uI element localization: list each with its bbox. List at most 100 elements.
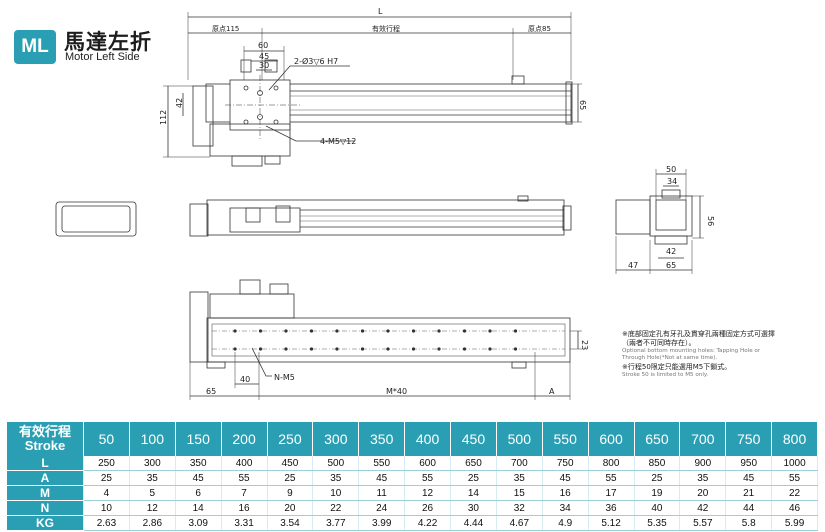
- mounting-hole: [411, 329, 416, 333]
- table-cell: 16: [542, 485, 589, 501]
- stroke-col-header: 450: [450, 422, 497, 456]
- table-cell: 2.63: [83, 515, 130, 531]
- table-cell: 650: [450, 456, 497, 471]
- mounting-hole: [258, 347, 263, 351]
- hole-note: 2-Ø3▽6 H7: [294, 56, 338, 66]
- bottom-view: [189, 279, 582, 400]
- table-cell: 12: [129, 500, 176, 516]
- stroke-header-label: 有效行程 Stroke: [7, 422, 84, 456]
- dim-42: 42: [175, 98, 184, 108]
- table-cell: 10: [83, 500, 130, 516]
- table-cell: 2.86: [129, 515, 176, 531]
- table-cell: 14: [450, 485, 497, 501]
- table-cell: 24: [358, 500, 406, 516]
- table-cell: 3.09: [175, 515, 222, 531]
- table-cell: 1000: [771, 456, 818, 471]
- table-cell: 3.54: [267, 515, 314, 531]
- table-cell: 20: [267, 500, 314, 516]
- table-cell: 17: [588, 485, 635, 501]
- table-cell: 750: [542, 456, 589, 471]
- mounting-hole: [233, 347, 237, 351]
- mounting-hole: [386, 329, 390, 333]
- table-cell: 14: [175, 500, 222, 516]
- table-cell: 400: [221, 456, 268, 471]
- table-cell: 700: [496, 456, 543, 471]
- mounting-hole: [437, 347, 441, 351]
- top-view: [163, 12, 582, 167]
- table-cell: 45: [175, 470, 222, 486]
- dim-34: 34: [667, 177, 677, 186]
- table-cell: 15: [496, 485, 543, 501]
- stroke-col-header: 150: [175, 422, 222, 456]
- table-cell: 4.67: [496, 515, 543, 531]
- mounting-hole: [488, 329, 492, 333]
- stroke-col-header: 50: [83, 422, 130, 456]
- stroke-col-header: 500: [496, 422, 543, 456]
- mounting-hole: [513, 347, 518, 351]
- table-cell: 900: [679, 456, 727, 471]
- table-cell: 45: [725, 470, 773, 486]
- dim-60: 60: [258, 41, 268, 50]
- table-cell: 10: [312, 485, 360, 501]
- row-label: L: [7, 456, 84, 471]
- mounting-hole: [462, 347, 467, 351]
- table-cell: 34: [542, 500, 589, 516]
- table-cell: 35: [496, 470, 543, 486]
- table-cell: 9: [267, 485, 314, 501]
- title-chinese: 馬達左折: [64, 30, 152, 54]
- dim-stroke: 有效行程: [372, 24, 400, 33]
- table-cell: 4: [83, 485, 130, 501]
- table-cell: 25: [83, 470, 130, 486]
- table-cell: 12: [404, 485, 451, 501]
- model-badge: ML: [14, 30, 56, 64]
- screw-note: 4-M5▽12: [320, 137, 356, 146]
- table-cell: 19: [634, 485, 681, 501]
- dim-origin-right: 原点85: [528, 25, 551, 33]
- mounting-hole: [360, 347, 365, 351]
- mounting-hole: [309, 347, 314, 351]
- dim-origin-left: 原点115: [212, 25, 239, 33]
- note-zh-2: ※行程50限定只能選用M5下鎖式。: [622, 363, 732, 372]
- mounting-hole: [309, 329, 314, 333]
- table-cell: 26: [404, 500, 451, 516]
- table-cell: 55: [588, 470, 635, 486]
- row-label: KG: [7, 515, 84, 531]
- dim-m40: M*40: [386, 387, 407, 396]
- table-cell: 22: [312, 500, 360, 516]
- dim-65-bottom: 65: [206, 387, 216, 396]
- mounting-hole: [335, 329, 339, 333]
- dim-50: 50: [666, 165, 676, 174]
- table-cell: 25: [267, 470, 314, 486]
- dim-47: 47: [628, 261, 638, 270]
- stroke-col-header: 550: [542, 422, 589, 456]
- table-cell: 40: [634, 500, 681, 516]
- stroke-col-header: 350: [358, 422, 406, 456]
- mounting-hole: [386, 347, 390, 351]
- note-zh-1: ※底部固定孔有牙孔及貫穿孔兩種固定方式可選擇（兩者不可同時存在）。: [622, 330, 775, 347]
- mounting-hole: [258, 329, 263, 333]
- dim-45: 45: [259, 52, 269, 61]
- table-cell: 800: [588, 456, 635, 471]
- stroke-col-header: 300: [312, 422, 360, 456]
- dim-23: 23: [580, 340, 589, 350]
- mounting-notes: ※底部固定孔有牙孔及貫穿孔兩種固定方式可選擇（兩者不可同時存在）。 Option…: [622, 330, 782, 379]
- row-label: N: [7, 500, 84, 516]
- stroke-col-header: 250: [267, 422, 314, 456]
- row-label: M: [7, 485, 84, 501]
- table-cell: 45: [542, 470, 589, 486]
- table-cell: 6: [175, 485, 222, 501]
- stroke-header-zh: 有效行程: [18, 424, 71, 439]
- stroke-col-header: 750: [725, 422, 773, 456]
- table-cell: 850: [634, 456, 681, 471]
- table-cell: 600: [404, 456, 451, 471]
- table-cell: 55: [404, 470, 451, 486]
- table-cell: 16: [221, 500, 268, 516]
- table-cell: 4.44: [450, 515, 497, 531]
- dim-65-end: 65: [666, 261, 676, 270]
- table-cell: 30: [450, 500, 497, 516]
